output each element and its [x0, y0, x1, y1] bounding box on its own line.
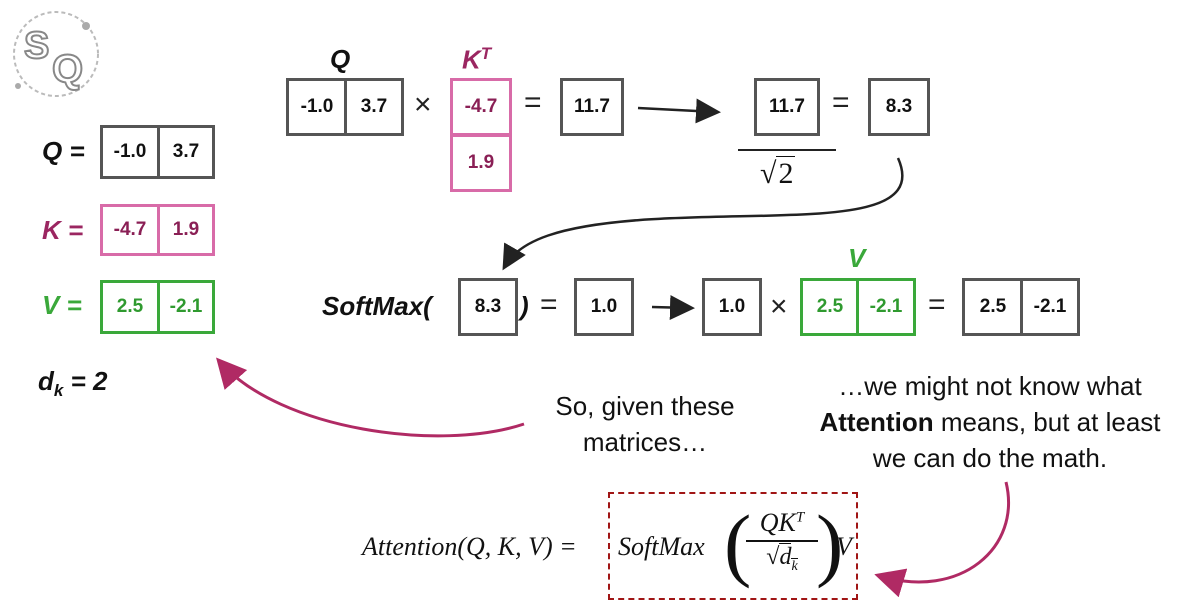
left-v-cell-1: 2.5 [100, 280, 160, 334]
formula-sqrt-sign: √ [766, 544, 780, 570]
row2-v-cell-2: -2.1 [856, 278, 916, 336]
svg-text:S: S [24, 25, 49, 67]
left-v-cell-2: -2.1 [157, 280, 215, 334]
softmax-label: SoftMax( [322, 291, 432, 321]
close-paren: ) [520, 291, 529, 321]
kt-cell-2: 1.9 [450, 134, 512, 192]
attention-line-3: we can do the math. [872, 443, 1108, 473]
q-label: Q = [42, 136, 85, 166]
sqrt-denominator: √2 [760, 156, 796, 191]
weight-cell: 1.0 [702, 278, 762, 336]
given-line-2: matrices… [582, 427, 708, 457]
attention-line-2: Attention means, but at least [780, 404, 1199, 440]
row1-q-cell-1: -1.0 [286, 78, 348, 136]
left-q-cell-2: 3.7 [157, 125, 215, 179]
attention-note: …we might not know what Attention means,… [780, 368, 1199, 476]
times-sign: × [414, 88, 432, 121]
softmax-output-cell: 1.0 [574, 278, 634, 336]
dk-sub: k [53, 381, 64, 401]
given-matrices-note: So, given these matrices… [520, 388, 770, 460]
scaled-result-cell: 8.3 [868, 78, 930, 136]
attention-bold: Attention [819, 407, 934, 437]
svg-text:Q: Q [52, 47, 83, 91]
formula-close-paren: ) [816, 498, 844, 589]
sqrt-value: 2 [776, 156, 796, 190]
formula-denominator-sub: k [791, 557, 798, 574]
formula-fraction-bar [746, 540, 818, 542]
curved-arrow-icon-3 [874, 481, 1010, 598]
kt-header: KT [462, 44, 491, 76]
attention-line-2-rest: means, but at least [933, 407, 1161, 437]
scaled-numerator-cell: 11.7 [754, 78, 820, 136]
k-label: K = [42, 215, 84, 245]
equals-sign-4: = [928, 288, 946, 321]
equals-sign-2: = [832, 86, 850, 119]
formula-denominator: √dk [746, 543, 818, 575]
kt-k: K [462, 44, 481, 75]
formula-box: SoftMax ( QKT √dk ) V [608, 492, 858, 600]
dk-label: dk = 2 [38, 366, 107, 401]
equals-sign-3: = [540, 288, 558, 321]
formula-open-paren: ( [724, 498, 752, 589]
row2-v-cell-1: 2.5 [800, 278, 860, 336]
formula-lhs: Attention(Q, K, V) = [362, 532, 577, 561]
dk-value: = 2 [70, 366, 108, 396]
formula-fraction: QKT √dk [746, 508, 818, 575]
formula-numerator-sup: T [795, 509, 805, 526]
curved-arrow-icon-2 [216, 357, 525, 438]
v-header: V [848, 243, 866, 273]
dk-d: d [38, 366, 54, 396]
attention-line-1: …we might not know what [838, 371, 1142, 401]
formula-trailing-v: V [836, 532, 852, 561]
left-k-cell-2: 1.9 [157, 204, 215, 256]
softmax-input-cell: 8.3 [458, 278, 518, 336]
result-cell-2: -2.1 [1020, 278, 1080, 336]
times-sign-2: × [770, 290, 788, 323]
equals-sign: = [524, 86, 542, 119]
statquest-logo: S Q [13, 11, 99, 97]
q-header: Q [330, 44, 351, 74]
right-arrow-icon-2 [651, 294, 695, 320]
product-cell: 11.7 [560, 78, 624, 136]
curved-arrow-icon [502, 157, 904, 271]
formula-softmax: SoftMax [618, 532, 705, 561]
right-arrow-icon [637, 98, 721, 124]
given-line-1: So, given these [555, 391, 735, 421]
sqrt-sign: √ [760, 157, 777, 190]
row1-q-cell-2: 3.7 [344, 78, 404, 136]
v-label: V = [42, 290, 82, 320]
formula-numerator: QKT [746, 508, 818, 538]
formula-numerator-qk: QK [759, 508, 796, 537]
formula-denominator-d: d [779, 543, 792, 570]
kt-sup: T [480, 44, 492, 63]
